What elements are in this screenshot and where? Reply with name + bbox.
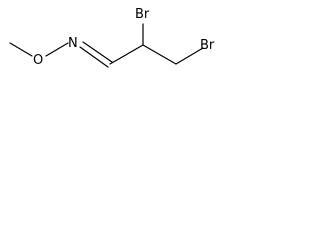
bond-carbon-bromine-2 (175, 47, 204, 65)
bond-nitrogen-carbon-double-b (79, 46, 109, 68)
bond-carbon-carbon-1 (109, 44, 144, 65)
atom-label-bromine-1: Br (135, 7, 150, 22)
bond-nitrogen-carbon-double-a (82, 41, 113, 63)
atom-label-nitrogen: N (68, 36, 78, 51)
atom-label-bromine-2: Br (200, 38, 215, 53)
bond-oxygen-nitrogen (45, 42, 69, 57)
bond-carbon-carbon-2 (142, 44, 177, 65)
bond-methyl-oxygen (9, 42, 33, 57)
skeletal-formula: O N Br Br (9, 7, 215, 68)
atom-label-oxygen: O (33, 53, 43, 68)
